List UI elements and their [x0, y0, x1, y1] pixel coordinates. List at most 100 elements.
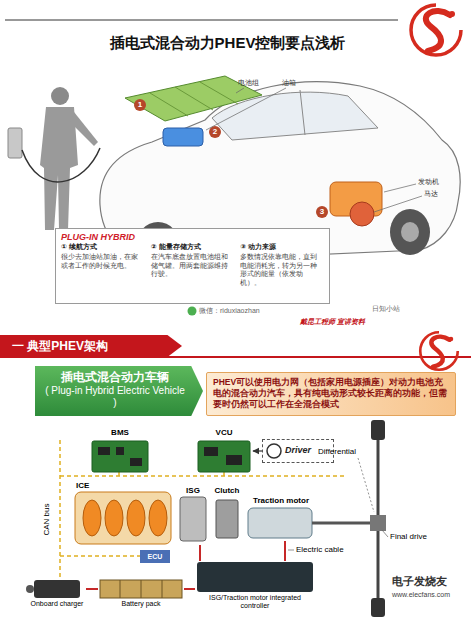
leader-lines: [384, 184, 416, 192]
part-label: 发动机: [418, 178, 439, 186]
charging-person: [70, 112, 98, 146]
connector: [284, 541, 286, 561]
node-label: 插电式混合动力车辆: [43, 370, 187, 385]
charging-person: [22, 148, 100, 182]
bms-board: [92, 441, 148, 472]
node-label: BMS: [90, 427, 150, 438]
battery-cells: [141, 580, 142, 598]
component-motor: Traction motor: [245, 495, 317, 541]
connector: [184, 588, 195, 590]
engine-block: [75, 492, 171, 544]
page-title: 插电式混合动力PHEV控制要点浅析: [95, 34, 360, 51]
brand-logo: [411, 5, 461, 55]
isg-unit: [180, 497, 206, 541]
wheel: [371, 420, 385, 440]
leader-lines: [374, 196, 422, 212]
definition-box: PHEV可以使用电力网（包括家用电源插座）对动力电池充电的混合动力汽车，具有纯电…: [206, 372, 456, 416]
definition-arrow: 插电式混合动力车辆( Plug-in Hybrid Electric Vehic…: [35, 366, 203, 416]
wheel: [371, 598, 385, 617]
controller-unit: [197, 562, 313, 592]
component-clutch: Clutch: [210, 485, 244, 545]
charging-person: [40, 107, 78, 230]
can-bus-lines: [60, 555, 140, 557]
vcu-board: [204, 447, 218, 456]
item-body: 多数情况依靠电能，直到电能消耗完，转为另一种形式的能量（依发动机）。: [240, 253, 324, 288]
node-label: ISG: [178, 485, 208, 496]
battery-cells: [100, 580, 182, 598]
component-vcu: VCU: [195, 427, 253, 473]
battery-cells: [100, 580, 182, 598]
leader-line: [358, 458, 374, 512]
node-label: ICE: [76, 480, 173, 491]
node-label: Battery pack: [98, 600, 184, 608]
callout-circles: [134, 99, 146, 111]
charger-unit: [26, 585, 34, 593]
bms-board: [98, 447, 110, 455]
engine-block: [83, 500, 101, 536]
differential-box: [370, 515, 386, 531]
battery-pack-art: [200, 82, 238, 104]
battery-pack-art: [175, 87, 213, 110]
battery-cells: [162, 580, 163, 598]
item-body: 在汽车底盘放置电池组和储气罐。用两套能源维持行驶。: [151, 253, 235, 288]
item-title: ③ 动力来源: [240, 243, 324, 252]
steering-wheel: [267, 444, 281, 458]
connector: [253, 450, 262, 451]
vcu-board: [198, 441, 250, 472]
car-outline: [401, 222, 419, 242]
ecu-box: ECU: [140, 550, 170, 563]
engine-art: [330, 182, 382, 226]
node-label: ECU: [140, 550, 170, 563]
bms-board: [130, 458, 142, 466]
part-label: Electric cable: [296, 545, 344, 554]
leader-lines: [236, 88, 244, 93]
can-bus-lines: [59, 440, 61, 585]
callout-number: 3: [318, 207, 326, 216]
node-label: ISG/Traction motor integrated controller: [195, 594, 315, 611]
callout-circles: [316, 206, 328, 218]
part-label: Final drive: [390, 532, 427, 541]
bms-board: [92, 441, 148, 472]
node-label: 一 典型PHEV架构: [12, 338, 162, 355]
charging-person: [8, 128, 22, 158]
watermark: www.elecfans.com: [392, 591, 450, 599]
node-label: PHEV可以使用电力网（包括家用电源插座）对动力电池充电的混合动力汽车，具有纯电…: [213, 377, 449, 410]
part-label: Differential: [318, 447, 356, 456]
vcu-board: [226, 455, 242, 465]
part-label: 电池组: [238, 79, 259, 87]
clutch-unit: [216, 500, 238, 538]
fuel-tank-art: [163, 128, 203, 146]
leader-lines: [206, 88, 286, 130]
node-label: ( Plug-in Hybrid Electric Vehicle ): [43, 385, 187, 409]
charging-person: [51, 87, 69, 105]
engine-block: [127, 500, 145, 536]
engine-block: [105, 500, 123, 536]
connector: [86, 588, 98, 590]
component-charger: Onboard charger: [28, 578, 86, 612]
part-label: 油箱: [282, 79, 296, 87]
node-label: Clutch: [210, 485, 244, 496]
battery-pack-art: [150, 93, 188, 116]
watermark: 电子发烧友: [392, 575, 447, 588]
wechat-icon: [188, 307, 197, 316]
charger-unit: [34, 580, 80, 598]
item-title: ① 续航方式: [61, 243, 145, 252]
battery-pack-art: [125, 76, 262, 121]
car-outline: [300, 90, 305, 135]
fuel-tank-art: [163, 128, 203, 146]
battery-cells: [120, 580, 121, 598]
leader-line: [382, 530, 388, 537]
node-label: Traction motor: [245, 495, 317, 506]
charger-unit: [26, 580, 80, 598]
bus-label: CAN bus: [42, 504, 51, 536]
watermark: 微信：riduxiaozhan: [199, 307, 260, 315]
section-tab: 一 典型PHEV架构: [0, 335, 182, 357]
engine-block: [75, 492, 171, 544]
brand-logo: [420, 332, 458, 370]
engine-block: [149, 500, 167, 536]
bms-board: [116, 447, 124, 455]
item-title: ② 能量存储方式: [151, 243, 235, 252]
leader-lines: [206, 88, 422, 212]
header-rule: [5, 20, 398, 21]
